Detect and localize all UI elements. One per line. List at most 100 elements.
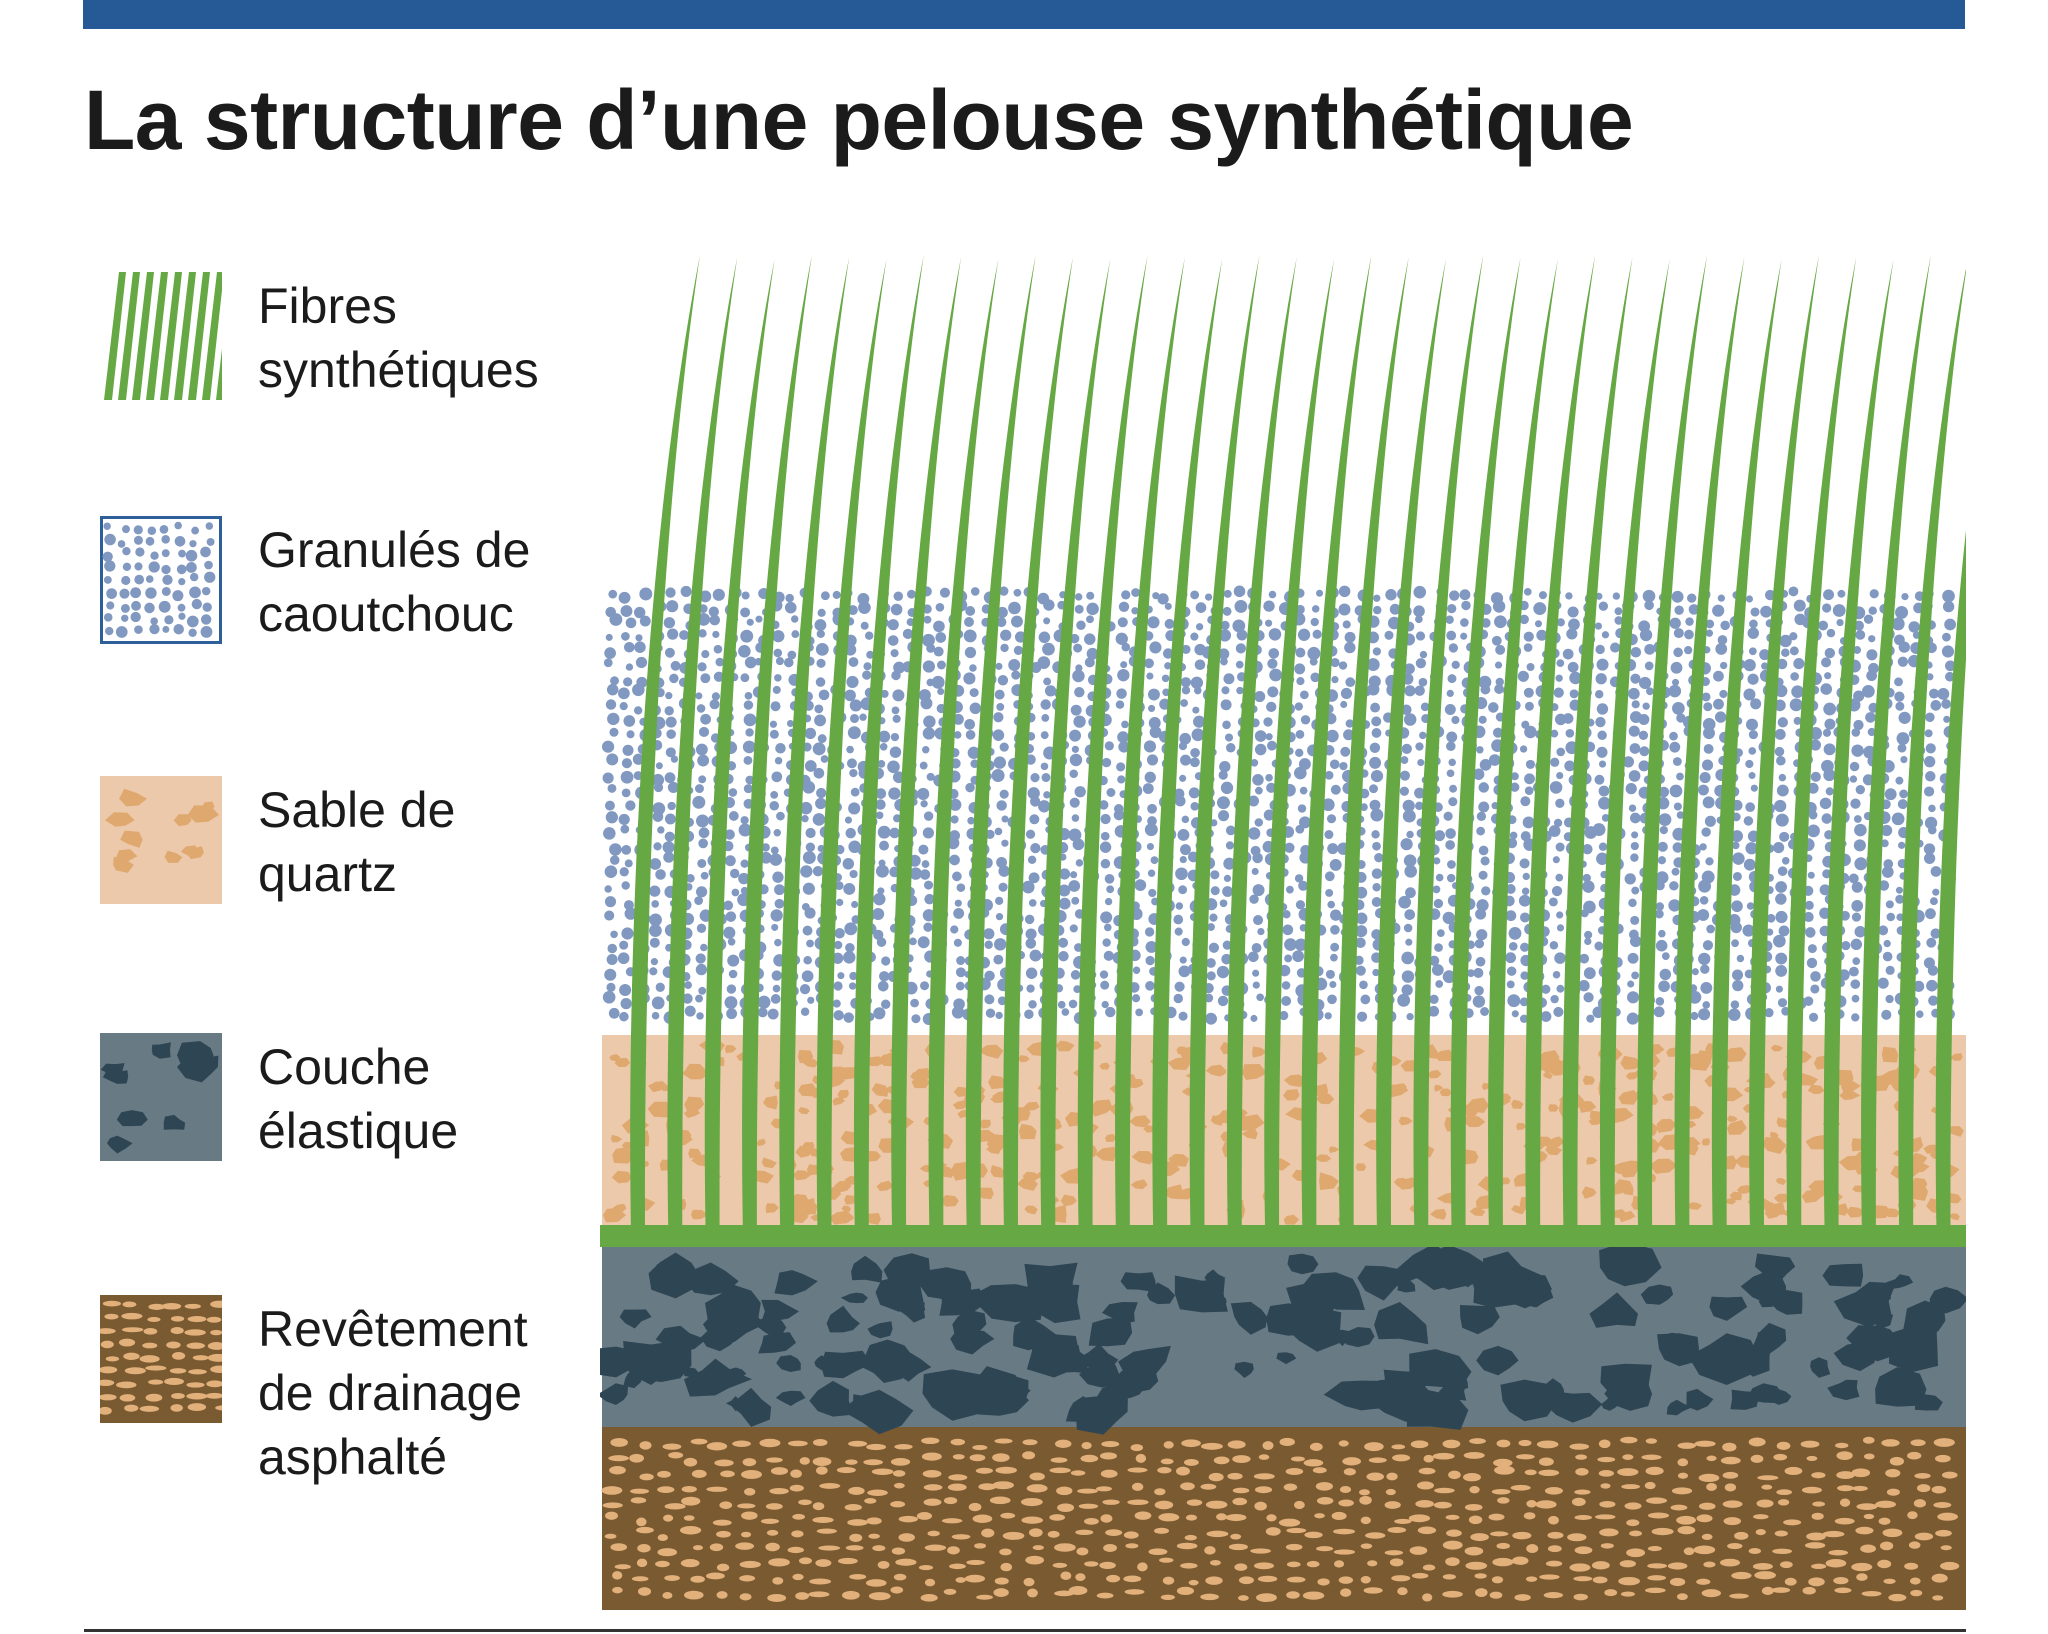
drainage-grain (1232, 1455, 1251, 1463)
drainage-grain (1491, 1488, 1511, 1495)
rubber-granule (996, 856, 1007, 868)
rubber-granule (804, 907, 816, 919)
rubber-granule (1820, 683, 1833, 695)
drainage-grain (1317, 1578, 1330, 1586)
rubber-granule (802, 851, 816, 865)
rubber-granule (1554, 952, 1566, 964)
drainage-grain (1670, 1504, 1688, 1511)
rubber-granule (1629, 812, 1641, 824)
rubber-granule (836, 898, 844, 907)
rubber-granule (725, 911, 737, 922)
rubber-granule (1788, 586, 1799, 597)
rubber-granule (1321, 798, 1335, 812)
rubber-granule (625, 800, 636, 811)
rubber-granule (791, 630, 800, 639)
rubber-granule (1519, 997, 1529, 1007)
rubber-granule (1324, 770, 1334, 780)
elastic-patch (860, 1356, 903, 1383)
rubber-granule (1221, 953, 1232, 965)
rubber-granule (1100, 911, 1113, 924)
granule-dot (162, 574, 173, 585)
rubber-granule (667, 801, 676, 811)
rubber-granule (1895, 701, 1905, 711)
rubber-granule (663, 617, 676, 629)
rubber-granule (1235, 660, 1244, 669)
drainage-grain (1524, 1469, 1537, 1476)
rubber-granule (1644, 600, 1654, 611)
drainage-grain (1366, 1472, 1385, 1481)
rubber-granule (770, 846, 779, 855)
rubber-granule (1505, 910, 1517, 922)
rubber-granule (1594, 774, 1605, 785)
rubber-granule (1728, 1008, 1741, 1021)
rubber-granule (1659, 825, 1668, 835)
drainage-grain (1055, 1439, 1072, 1449)
rubber-granule (1945, 671, 1955, 682)
elastic-patch (1057, 1347, 1090, 1374)
elastic-patch (1460, 1305, 1500, 1335)
rubber-granule (1256, 993, 1265, 1002)
rubber-granule (770, 790, 779, 799)
drainage-grain (691, 1469, 707, 1479)
elastic-patch (1406, 1392, 1469, 1430)
rubber-granule (682, 993, 693, 1004)
sand-grain (1619, 1210, 1636, 1223)
sand-grain (1283, 1074, 1307, 1088)
fibre-stripe (160, 272, 182, 400)
drainage-grain (1888, 1593, 1907, 1602)
drainage-grain (1446, 1529, 1462, 1537)
rubber-granule (695, 743, 708, 756)
rubber-granule (1638, 676, 1652, 690)
drainage-grain (692, 1545, 704, 1551)
drainage-grain (923, 1484, 943, 1491)
drainage-grain (1538, 1457, 1554, 1466)
rubber-granule (1569, 671, 1582, 685)
rubber-granule (1145, 981, 1155, 991)
drainage-grain (1227, 1440, 1246, 1449)
drainage-grain (1877, 1559, 1892, 1569)
rubber-granule (1479, 759, 1492, 771)
rubber-granule (1597, 730, 1607, 741)
rubber-granule (1885, 994, 1894, 1004)
rubber-granule (1406, 830, 1414, 839)
drainage-grain (1135, 1453, 1147, 1463)
rubber-granule (1885, 900, 1894, 909)
rubber-granule (880, 689, 889, 698)
drainage-grain (657, 1486, 675, 1493)
drainage-grain (916, 1512, 933, 1520)
rubber-granule (1691, 968, 1699, 976)
rubber-granule (1896, 913, 1905, 922)
drainage-grain (1338, 1576, 1354, 1584)
rubber-granule (1420, 702, 1430, 712)
rubber-granule (1883, 939, 1891, 948)
rubber-granule (1717, 635, 1728, 645)
elastic-patch (1118, 1345, 1171, 1384)
rubber-granule (1220, 620, 1230, 630)
drainage-grain (1671, 1487, 1693, 1495)
drainage-grain (1594, 1514, 1616, 1520)
rubber-granule (1684, 645, 1693, 655)
rubber-granule (1372, 647, 1381, 656)
rubber-granule (1628, 898, 1637, 908)
rubber-granule (1478, 801, 1490, 813)
rubber-granule (1068, 880, 1081, 892)
rubber-granule (1250, 1014, 1258, 1022)
rubber-granule (817, 734, 827, 744)
rubber-granule (1429, 994, 1439, 1005)
rubber-granule (1555, 873, 1564, 882)
rubber-granule (1265, 773, 1273, 782)
sand-grain (1396, 1177, 1418, 1190)
rubber-granule (1206, 971, 1216, 981)
drainage-grain (1389, 1558, 1404, 1567)
rubber-granule (1263, 717, 1273, 727)
drainage-grain (978, 1483, 997, 1491)
drainage-grain (1535, 1500, 1557, 1509)
sand-grain (977, 1187, 994, 1200)
sand-grain (1242, 1064, 1268, 1080)
rubber-granule (697, 858, 707, 868)
rubber-granule (1448, 643, 1459, 653)
drainage-grain (681, 1485, 697, 1493)
drainage-grain (1722, 1500, 1743, 1508)
rubber-granule (1702, 718, 1716, 731)
rubber-granule (1520, 942, 1530, 952)
